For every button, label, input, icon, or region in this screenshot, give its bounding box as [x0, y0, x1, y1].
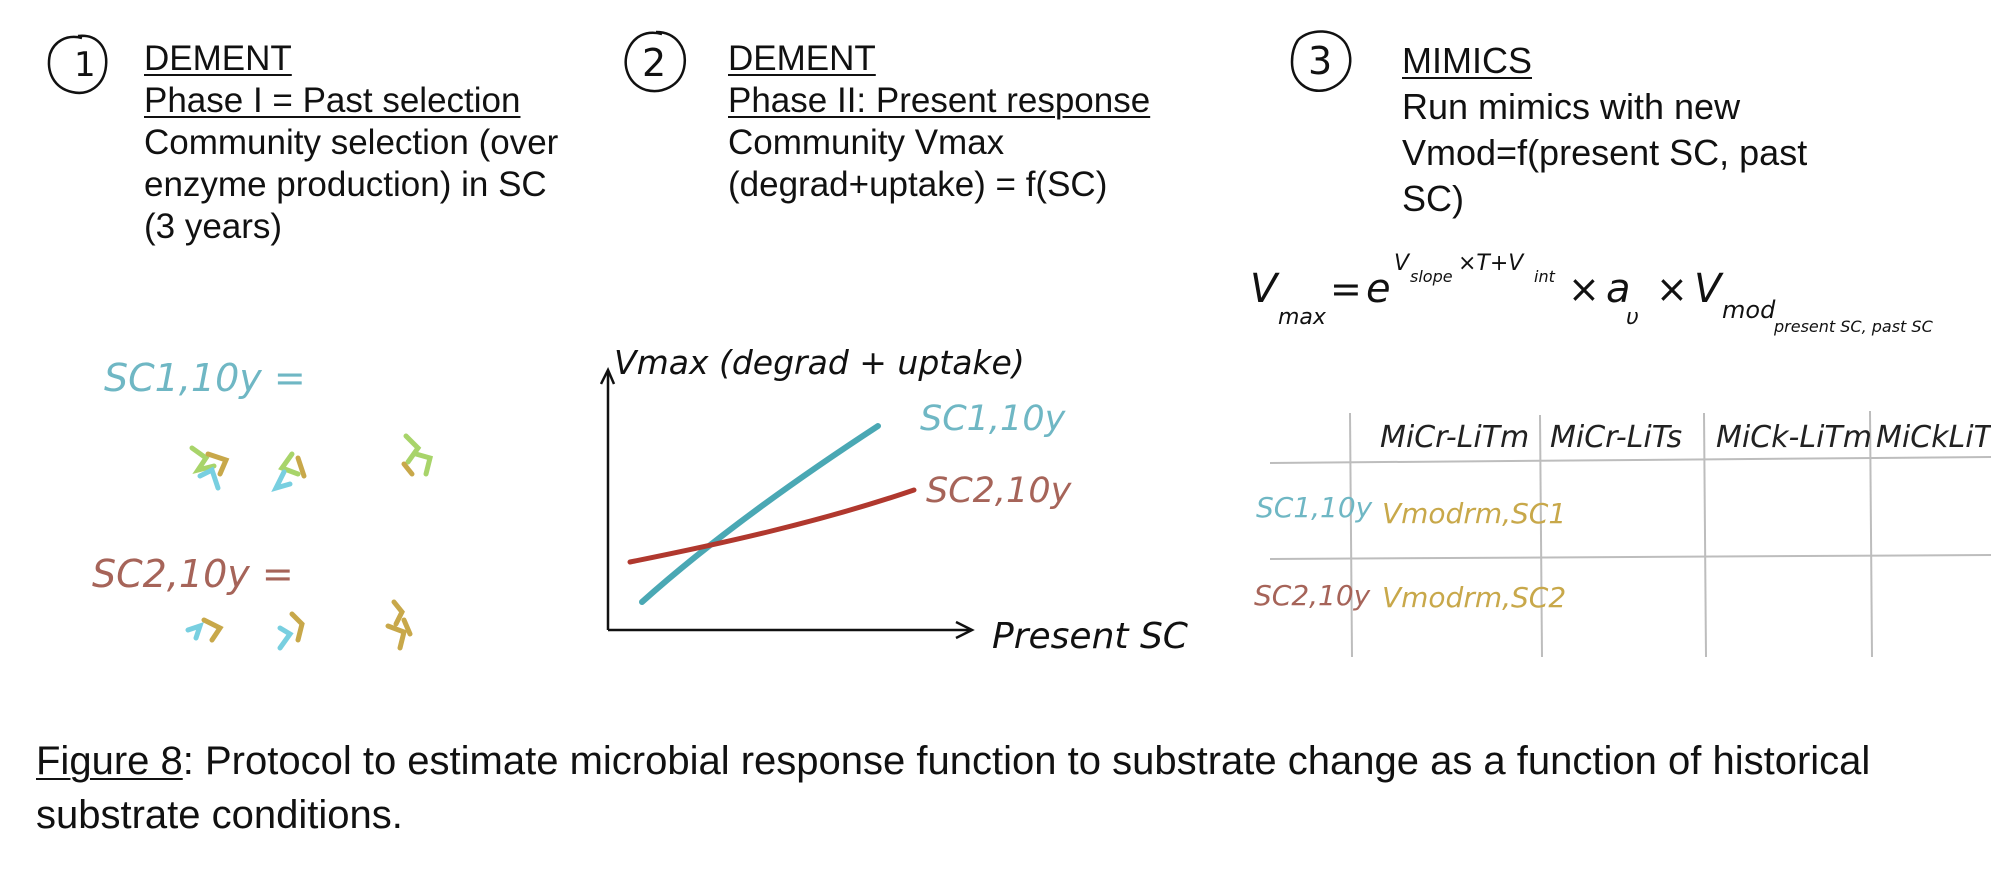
line-sc1: [639, 423, 881, 605]
svg-text:×T+V: ×T+V: [1458, 251, 1525, 276]
microbe-cluster-sc2: [185, 599, 413, 651]
svg-text:×: ×: [1656, 267, 1688, 311]
vmax-equation: V max = e V slope ×T+V int × a υ × V mod…: [1250, 251, 1934, 336]
step-number-3: 3: [1308, 39, 1332, 83]
svg-text:V: V: [1394, 251, 1411, 276]
panel-1: 1 DEMENT Phase I = Past selection Commun…: [0, 0, 600, 700]
line-sc2: [627, 487, 917, 565]
y-axis-arrow: [600, 367, 616, 385]
svg-text:e: e: [1366, 266, 1391, 312]
step-number-circle-1: 1: [47, 34, 108, 95]
svg-text:=: =: [1330, 267, 1362, 311]
svg-text:υ: υ: [1626, 305, 1639, 330]
y-axis-label: Vmax (degrad + uptake): [614, 343, 1025, 382]
x-axis-label: Present SC: [992, 616, 1189, 657]
panel-body-line: Vmod=f(present SC, past: [1402, 132, 1808, 173]
panel-subtitle: Phase II: Present response: [728, 81, 1151, 120]
panel-title: DEMENT: [728, 39, 876, 78]
table-row-label: SC2,10y: [1254, 579, 1371, 612]
panel-body-line: Community selection (over: [144, 123, 559, 162]
microbe-icon: [185, 599, 413, 651]
panel-title: DEMENT: [144, 39, 292, 78]
microbe-cluster-sc1: [189, 433, 434, 492]
svg-text:×: ×: [1568, 267, 1600, 311]
figure-label: Figure 8: [36, 739, 183, 783]
step-number-1: 1: [74, 45, 96, 85]
figure-caption: Figure 8: Protocol to estimate microbial…: [36, 734, 1986, 842]
caption-text-2: substrate conditions.: [36, 793, 403, 837]
mimics-table: MiCr-LiTm MiCr-LiTs MiCk-LiTm MiCkLiT SC…: [1254, 410, 1991, 658]
sketch-graph: Vmax (degrad + uptake) SC1,10y SC2,10y P…: [600, 343, 1189, 657]
svg-text:V: V: [1694, 266, 1724, 312]
sc2-label: SC2,10y =: [92, 552, 294, 596]
table-row-label: SC1,10y: [1256, 491, 1373, 524]
panel-body-line: Run mimics with new: [1402, 86, 1741, 127]
svg-text:V: V: [1250, 266, 1280, 312]
svg-text:mod: mod: [1722, 296, 1776, 324]
microbe-icon: [189, 433, 434, 492]
panel-3: 3 MIMICS Run mimics with new Vmod=f(pres…: [1250, 0, 1991, 700]
step-number-circle-3: 3: [1290, 30, 1352, 92]
line-sc1-label: SC1,10y: [920, 399, 1067, 439]
panel-subtitle: Phase I = Past selection: [144, 81, 521, 120]
panel-2: 2 DEMENT Phase II: Present response Comm…: [600, 0, 1250, 700]
table-cell: Vmodrm,SC1: [1382, 497, 1566, 530]
table-cell: Vmodrm,SC2: [1382, 581, 1566, 614]
svg-text:int: int: [1534, 267, 1556, 286]
table-header-cell: MiCkLiT: [1876, 420, 1991, 455]
panel-title: MIMICS: [1402, 40, 1532, 81]
sc1-label: SC1,10y =: [104, 356, 306, 400]
table-header-cell: MiCk-LiTm: [1716, 420, 1872, 455]
panel-body-line: (degrad+uptake) = f(SC): [728, 165, 1108, 204]
x-axis-arrow: [955, 620, 975, 640]
table-header-cell: MiCr-LiTm: [1380, 420, 1529, 455]
svg-text:a: a: [1606, 266, 1631, 312]
panel-body-line: SC): [1402, 178, 1464, 219]
panel-body-line: (3 years): [144, 207, 283, 246]
caption-text: : Protocol to estimate microbial respons…: [182, 739, 1871, 783]
svg-text:max: max: [1278, 305, 1327, 330]
panel-body-line: Community Vmax: [728, 123, 1005, 162]
svg-text:slope: slope: [1410, 267, 1453, 286]
panel-body-line: enzyme production) in SC: [144, 165, 547, 204]
step-number-circle-2: 2: [624, 30, 687, 93]
svg-text:present SC, past SC: present SC, past SC: [1773, 317, 1934, 336]
table-header-cell: MiCr-LiTs: [1550, 420, 1682, 455]
step-number-2: 2: [642, 41, 666, 85]
line-sc2-label: SC2,10y: [926, 471, 1073, 511]
